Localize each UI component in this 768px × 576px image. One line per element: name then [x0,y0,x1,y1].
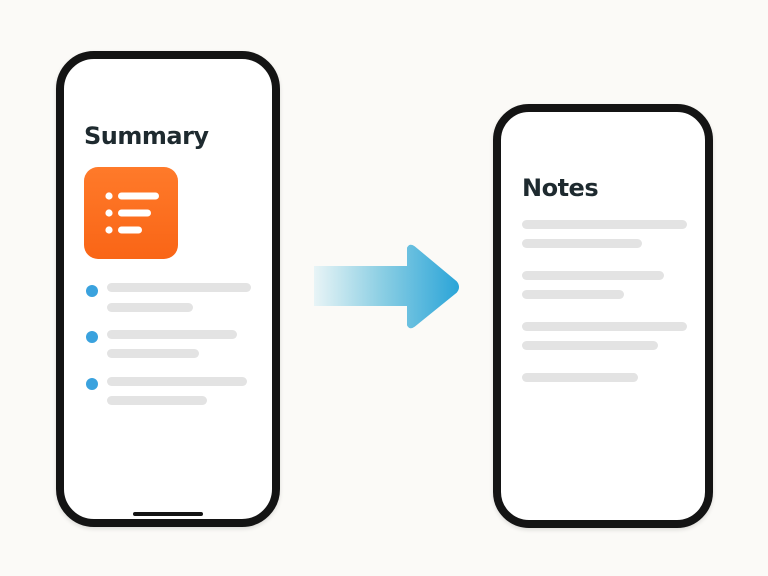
notes-title: Notes [522,174,599,202]
home-indicator [133,512,203,516]
list-icon [105,192,159,234]
summary-app-icon [84,167,178,259]
text-line-placeholder [107,283,251,292]
summary-title: Summary [84,122,209,150]
text-line-placeholder [107,396,207,405]
notes-phone: Notes [493,104,713,528]
text-line-placeholder [522,341,658,350]
text-line-placeholder [522,239,642,248]
text-line-placeholder [107,349,199,358]
text-line-placeholder [522,220,687,229]
summary-phone: Summary [56,51,280,527]
text-line-placeholder [107,330,237,339]
text-line-placeholder [522,322,687,331]
text-line-placeholder [522,373,638,382]
bullet-dot [86,285,98,297]
bullet-dot [86,331,98,343]
bullet-dot [86,378,98,390]
right-arrow-icon [314,244,459,329]
text-line-placeholder [522,271,664,280]
text-line-placeholder [522,290,624,299]
text-line-placeholder [107,303,193,312]
text-line-placeholder [107,377,247,386]
